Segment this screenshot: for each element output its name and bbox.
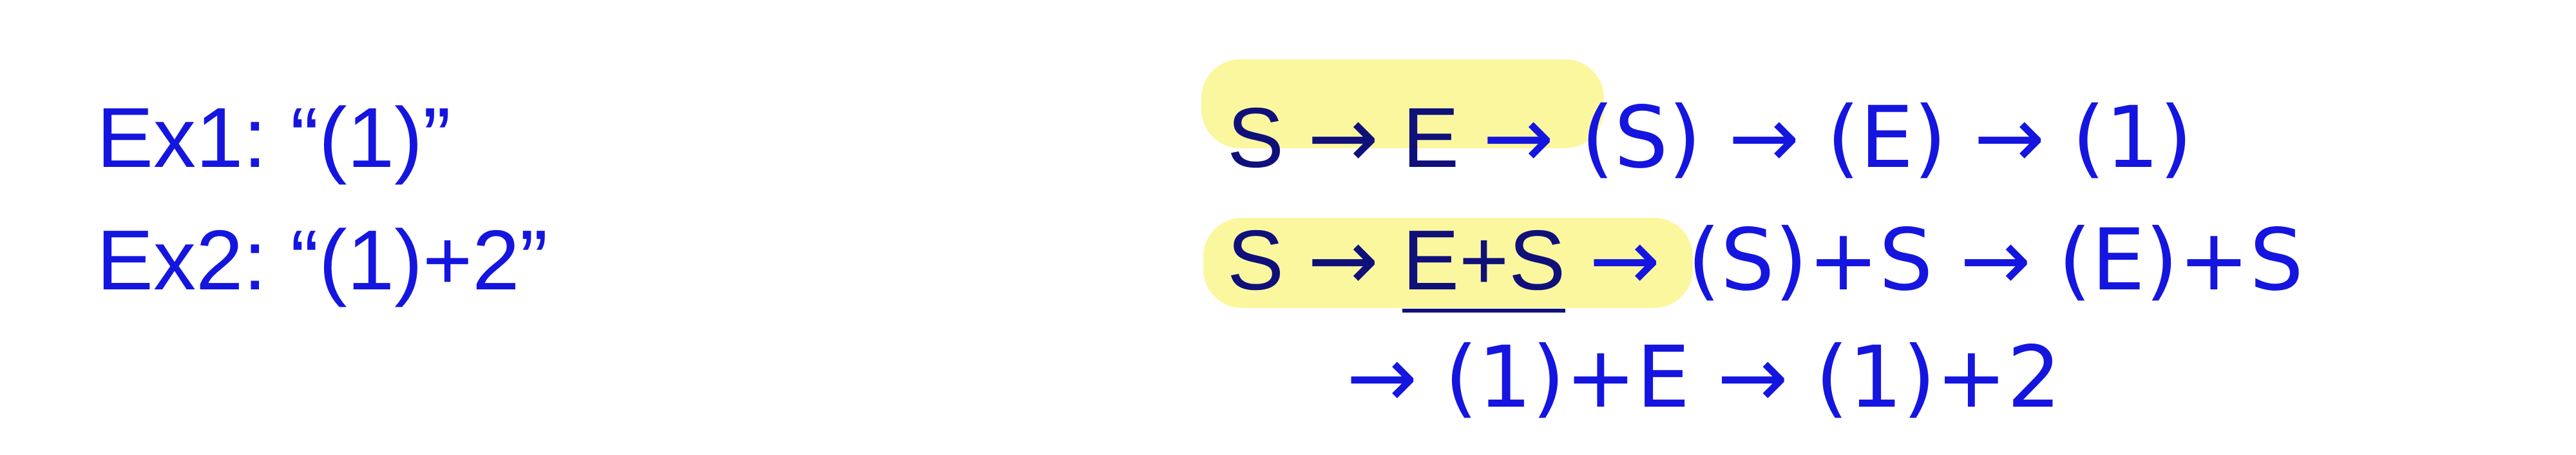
arrow-icon: → [1307, 211, 1379, 310]
derivation-1-start: S [1227, 90, 1284, 185]
highlight-mark-line-2 [1203, 218, 1693, 308]
derivation-2-start: S [1227, 213, 1284, 307]
derivation-line-2: S → E+S → (S)+S → (E)+S [1227, 213, 2304, 313]
derivation-2-rest: → (S)+S → (E)+S [1589, 211, 2304, 310]
highlight-mark-line-1 [1201, 59, 1604, 148]
derivation-1-first-step: E [1402, 90, 1460, 185]
derivation-1-rest: → (S) → (E) → (1) [1482, 88, 2193, 188]
derivation-line-1: S → E → (S) → (E) → (1) [1227, 95, 2193, 181]
derivation-line-2-continuation: → (1)+E → (1)+2 [1346, 328, 2061, 427]
derivation-2-first-step-underlined: E+S [1402, 213, 1566, 313]
arrow-icon: → [1307, 88, 1379, 188]
example-1-label: Ex1: “(1)” [97, 90, 452, 185]
example-2-label: Ex2: “(1)+2” [97, 213, 548, 307]
